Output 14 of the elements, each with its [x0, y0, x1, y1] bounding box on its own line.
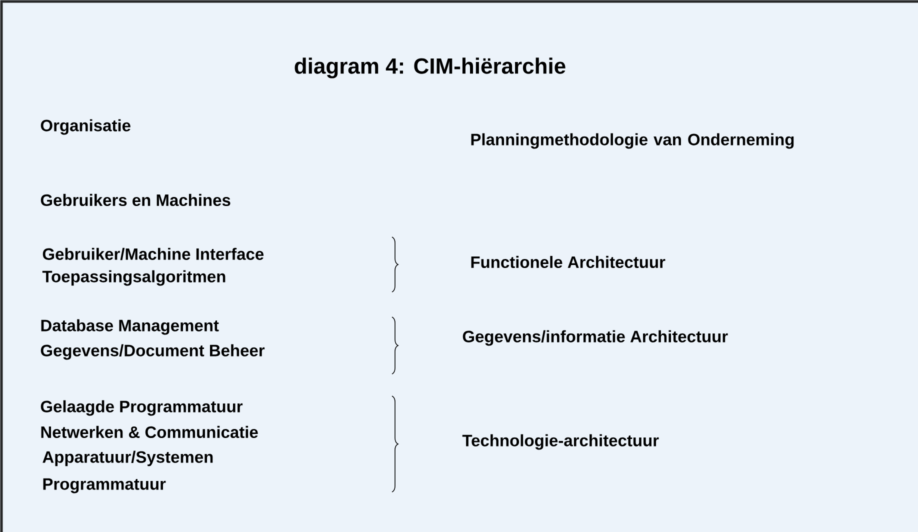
label: Technologie-architectuur	[462, 434, 659, 450]
label: Planningmethodologie van Onderneming	[471, 133, 794, 149]
label: Toepassingsalgoritmen	[42, 270, 226, 286]
label: Database Management	[41, 319, 219, 335]
label: Gebruikers en Machines	[40, 194, 230, 206]
title: diagram 4: CIM-hiërarchie	[294, 58, 566, 78]
label: Gelaagde Programmatuur	[40, 400, 243, 416]
label: Organisatie	[40, 119, 130, 135]
label: Netwerken & Communicatie	[41, 426, 258, 438]
label: Gegevens/Document Beheer	[40, 344, 265, 360]
label: Functionele Architectuur	[471, 256, 666, 268]
label: Apparatuur/Systemen Programmatuur	[42, 450, 213, 494]
label: Gebruiker/Machine Interface	[42, 248, 264, 260]
label: Gegevens/informatie Architectuur	[462, 330, 728, 346]
